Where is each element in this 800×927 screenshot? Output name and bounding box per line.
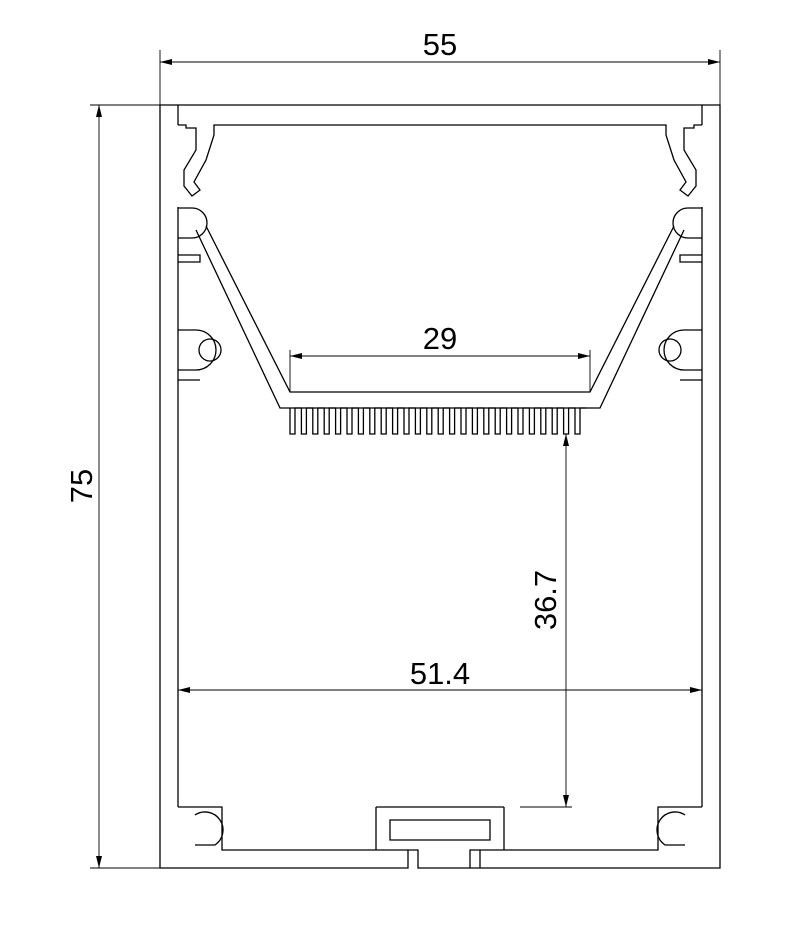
dimension-inner-width: 51.4 <box>178 656 702 693</box>
dimension-chamber-height: 36.7 <box>520 434 572 808</box>
dimension-label-29: 29 <box>423 321 457 356</box>
dimension-lens-width: 29 <box>289 321 591 392</box>
dimension-label-36-7: 36.7 <box>528 570 563 630</box>
lens-channel <box>195 225 685 435</box>
dimension-label-51-4: 51.4 <box>410 656 470 691</box>
dimension-overall-width: 55 <box>159 27 721 105</box>
dimension-label-55: 55 <box>423 27 457 62</box>
profile-outline <box>159 104 721 869</box>
inner-walls <box>177 124 703 808</box>
dimension-label-75: 75 <box>64 469 99 503</box>
screw-channels <box>178 207 702 851</box>
dimension-overall-height: 75 <box>64 104 160 869</box>
